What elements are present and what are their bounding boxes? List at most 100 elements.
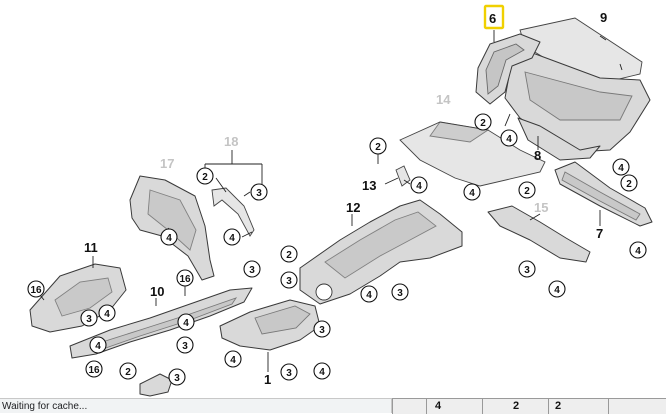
svg-text:2: 2 bbox=[286, 250, 292, 261]
small-bracket-bottom[interactable] bbox=[139, 373, 173, 397]
svg-text:4: 4 bbox=[469, 188, 475, 199]
ref-callout[interactable]: 4 bbox=[160, 228, 178, 246]
ref-callout[interactable]: 4 bbox=[177, 313, 195, 331]
svg-text:4: 4 bbox=[229, 233, 235, 244]
ref-callout[interactable]: 4 bbox=[313, 362, 331, 380]
part-label-7: 7 bbox=[596, 226, 603, 241]
part-9-heat-shield[interactable] bbox=[504, 17, 651, 153]
svg-text:4: 4 bbox=[230, 355, 236, 366]
part-7-rail[interactable] bbox=[554, 161, 653, 227]
ref-callout[interactable]: 4 bbox=[463, 183, 481, 201]
part-label-9: 9 bbox=[600, 10, 607, 25]
svg-text:4: 4 bbox=[366, 290, 372, 301]
svg-text:16: 16 bbox=[30, 285, 42, 296]
ref-callout[interactable]: 16 bbox=[27, 280, 45, 298]
part-label-14: 14 bbox=[436, 92, 451, 107]
part-11-shield[interactable] bbox=[29, 263, 127, 333]
ref-callout[interactable]: 4 bbox=[410, 176, 428, 194]
ref-callout[interactable]: 2 bbox=[280, 245, 298, 263]
svg-text:2: 2 bbox=[524, 186, 530, 197]
status-bar: Waiting for cache... bbox=[0, 398, 392, 413]
ref-callout[interactable]: 2 bbox=[620, 174, 638, 192]
ref-callout[interactable]: 3 bbox=[280, 271, 298, 289]
ref-callout[interactable]: 3 bbox=[243, 260, 261, 278]
part-number-labels: 6 9 14 8 18 17 13 12 15 7 11 10 1 bbox=[84, 4, 607, 387]
svg-text:4: 4 bbox=[319, 367, 325, 378]
ref-callout[interactable]: 3 bbox=[391, 283, 409, 301]
svg-text:16: 16 bbox=[88, 365, 100, 376]
svg-text:3: 3 bbox=[86, 314, 92, 325]
part-12-tunnel-shield[interactable] bbox=[299, 199, 463, 305]
thumbnail-item[interactable]: 4 bbox=[426, 399, 482, 414]
part-label-18: 18 bbox=[224, 134, 238, 149]
svg-text:4: 4 bbox=[618, 163, 624, 174]
thumbnail-item[interactable]: 2 bbox=[548, 399, 608, 414]
circled-refs: 4 2 4 2 4 2 4 3 4 2 4 2 3 4 4 2 3 3 4 3 … bbox=[27, 113, 647, 386]
part-label-13: 13 bbox=[362, 178, 376, 193]
svg-text:3: 3 bbox=[286, 276, 292, 287]
thumbnail-item[interactable] bbox=[392, 399, 426, 414]
part-15-rail[interactable] bbox=[487, 205, 591, 263]
ref-callout[interactable]: 4 bbox=[224, 350, 242, 368]
ref-callout[interactable]: 3 bbox=[168, 368, 186, 386]
part-label-10: 10 bbox=[150, 284, 164, 299]
svg-text:16: 16 bbox=[179, 274, 191, 285]
svg-text:2: 2 bbox=[202, 172, 208, 183]
svg-text:3: 3 bbox=[249, 265, 255, 276]
ref-callout[interactable]: 3 bbox=[280, 363, 298, 381]
svg-text:3: 3 bbox=[256, 188, 262, 199]
thumbnail-item[interactable] bbox=[608, 399, 666, 414]
ref-callout[interactable]: 4 bbox=[548, 280, 566, 298]
ref-callout[interactable]: 2 bbox=[196, 167, 214, 185]
part-1-shield[interactable] bbox=[219, 299, 321, 351]
svg-text:4: 4 bbox=[506, 134, 512, 145]
svg-text:3: 3 bbox=[397, 288, 403, 299]
ref-callout[interactable]: 2 bbox=[369, 137, 387, 155]
ref-callout[interactable]: 4 bbox=[500, 129, 518, 147]
svg-text:2: 2 bbox=[626, 179, 632, 190]
svg-text:3: 3 bbox=[319, 325, 325, 336]
part-label-1: 1 bbox=[264, 372, 271, 387]
thumbnail-strip[interactable]: 4 2 2 bbox=[392, 398, 666, 414]
ref-callout[interactable]: 16 bbox=[85, 360, 103, 378]
svg-text:4: 4 bbox=[166, 233, 172, 244]
svg-text:4: 4 bbox=[104, 309, 110, 320]
ref-callout[interactable]: 4 bbox=[98, 304, 116, 322]
ref-callout[interactable]: 3 bbox=[80, 309, 98, 327]
leader-lines bbox=[35, 113, 601, 372]
part-label-12: 12 bbox=[346, 200, 360, 215]
ref-callout[interactable]: 4 bbox=[89, 336, 107, 354]
ref-callout[interactable]: 4 bbox=[360, 285, 378, 303]
ref-callout[interactable]: 4 bbox=[223, 228, 241, 246]
part-8-shield[interactable] bbox=[517, 117, 601, 161]
svg-text:2: 2 bbox=[480, 118, 486, 129]
part-6-shield[interactable] bbox=[475, 33, 541, 105]
svg-text:3: 3 bbox=[182, 341, 188, 352]
ref-callout[interactable]: 2 bbox=[119, 362, 137, 380]
svg-text:3: 3 bbox=[286, 368, 292, 379]
thumbnail-item[interactable]: 2 bbox=[482, 399, 548, 414]
ref-callout[interactable]: 3 bbox=[250, 183, 268, 201]
part-13-bracket[interactable] bbox=[395, 165, 411, 187]
part-label-11: 11 bbox=[84, 240, 98, 255]
part-18-bracket[interactable] bbox=[211, 187, 255, 237]
ref-callout[interactable]: 4 bbox=[612, 158, 630, 176]
part-label-8: 8 bbox=[534, 148, 541, 163]
part-label-6: 6 bbox=[489, 11, 496, 26]
ref-callout[interactable]: 2 bbox=[518, 181, 536, 199]
ref-callout[interactable]: 4 bbox=[629, 241, 647, 259]
svg-text:4: 4 bbox=[554, 285, 560, 296]
svg-text:4: 4 bbox=[95, 341, 101, 352]
svg-text:4: 4 bbox=[183, 318, 189, 329]
part-14-shield[interactable] bbox=[399, 121, 546, 187]
ref-callout[interactable]: 3 bbox=[518, 260, 536, 278]
ref-callout[interactable]: 16 bbox=[176, 269, 194, 287]
part-10-rail[interactable] bbox=[69, 287, 253, 359]
ref-callout[interactable]: 2 bbox=[474, 113, 492, 131]
svg-text:3: 3 bbox=[524, 265, 530, 276]
part-17-shield[interactable] bbox=[129, 175, 215, 281]
ref-callout[interactable]: 3 bbox=[313, 320, 331, 338]
svg-text:4: 4 bbox=[635, 246, 641, 257]
ref-callout[interactable]: 3 bbox=[176, 336, 194, 354]
